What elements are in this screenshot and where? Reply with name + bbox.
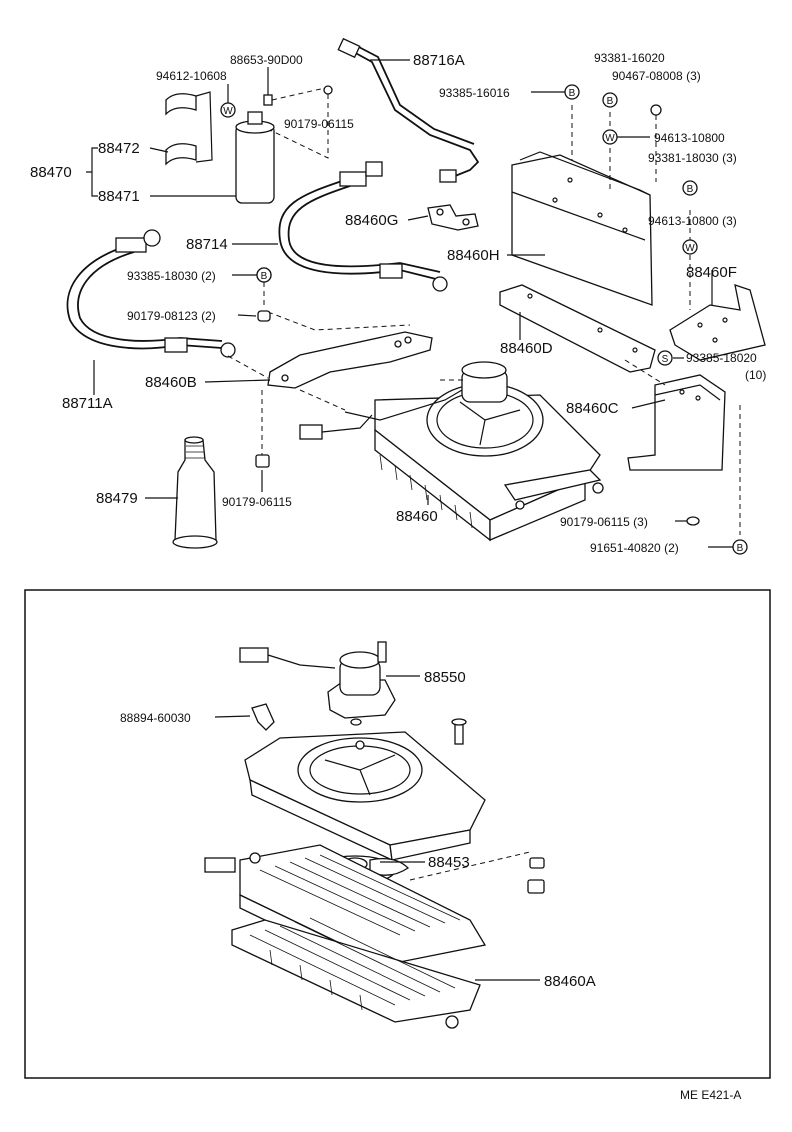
part-label-88894-60030: 88894-60030 <box>120 711 191 725</box>
clip-88894-drawing <box>214 703 467 745</box>
bracket-88460g-drawing <box>427 204 479 231</box>
plate-88460h-drawing <box>511 105 657 306</box>
fan-motor-88550-drawing <box>239 641 420 726</box>
condenser-unit-88460-drawing <box>299 361 604 542</box>
upper-diagram: W B B W B W B S B <box>30 37 766 555</box>
part-label-93385-18020: 93385-18020 <box>686 351 757 365</box>
part-label-90179-06115: 90179-06115 <box>222 495 292 509</box>
lower-diagram-frame <box>24 589 771 1079</box>
bolt-symbol: B <box>687 184 694 195</box>
part-label-88472: 88472 <box>98 140 140 157</box>
washer-symbol: W <box>685 243 695 254</box>
part-label-88470: 88470 <box>30 164 72 181</box>
part-label-88653-90d00: 88653-90D00 <box>230 53 303 67</box>
part-label-94613-10800-qty3: 94613-10800 (3) <box>648 214 737 228</box>
bracket-88460c-drawing <box>624 359 741 535</box>
part-label-91651-40820: 91651-40820 (2) <box>590 541 679 555</box>
part-label-88479: 88479 <box>96 490 138 507</box>
bolt-symbol: B <box>569 88 576 99</box>
part-label-quantity-10: (10) <box>745 368 766 382</box>
part-label-88550: 88550 <box>424 669 466 686</box>
part-label-88460g: 88460G <box>345 212 398 229</box>
part-label-93381-16020: 93381-16020 <box>594 51 665 65</box>
part-label-88453: 88453 <box>428 854 470 871</box>
part-label-94613-10800: 94613-10800 <box>654 131 725 145</box>
fastener-symbols: W B B W B W B S B <box>220 84 748 555</box>
washer-symbol: W <box>223 106 233 117</box>
boot-88479-drawing <box>172 436 218 549</box>
part-label-88460f: 88460F <box>686 264 737 281</box>
part-label-88460: 88460 <box>396 508 438 525</box>
leader-lines-upper <box>86 59 733 548</box>
part-label-93385-16016: 93385-16016 <box>439 86 510 100</box>
part-label-88711a: 88711A <box>62 395 113 412</box>
screw-symbol: S <box>662 354 669 365</box>
hose-88714-drawing <box>278 161 448 292</box>
part-label-88716a: 88716A <box>413 52 465 69</box>
part-label-88471: 88471 <box>98 188 140 205</box>
hose-88711a-drawing <box>66 229 236 358</box>
part-label-93385-18030: 93385-18030 (2) <box>127 269 216 283</box>
fan-shroud-drawing <box>244 731 486 862</box>
part-label-90179-06115-qty3: 90179-06115 (3) <box>560 515 648 529</box>
part-label-88460d: 88460D <box>500 340 553 357</box>
bolt-symbol: B <box>737 543 744 554</box>
part-label-88460c: 88460C <box>566 400 619 417</box>
condenser-core-88460a-drawing <box>204 844 540 1029</box>
lower-diagram: 88550 88894-60030 88453 88460A <box>120 641 596 1029</box>
receiver-drier-drawing <box>165 85 333 204</box>
part-label-90467-08008: 90467-08008 (3) <box>612 69 701 83</box>
diagram-code: ME E421-A <box>680 1088 741 1102</box>
part-label-88714: 88714 <box>186 236 228 253</box>
small-fasteners <box>255 267 272 468</box>
part-label-88460b: 88460B <box>145 374 197 391</box>
bracket-88460f-drawing <box>669 210 766 361</box>
part-label-88460a: 88460A <box>544 973 596 990</box>
part-label-90179-08123: 90179-08123 (2) <box>127 309 216 323</box>
part-label-93381-18030: 93381-18030 (3) <box>648 151 737 165</box>
pipe-88716a-drawing <box>337 37 480 183</box>
bracket-88460b-drawing <box>227 311 433 455</box>
bolt-symbol: B <box>607 96 614 107</box>
washer-symbol: W <box>605 133 615 144</box>
upper-labels: 88716A 88653-90D00 94612-10608 90179-061… <box>30 51 766 555</box>
part-label-90179-06115: 90179-06115 <box>284 117 354 131</box>
part-label-94612-10608: 94612-10608 <box>156 69 227 83</box>
lower-labels: 88550 88894-60030 88453 88460A <box>120 669 596 990</box>
bracket-88460d-drawing <box>499 284 656 373</box>
bolt-symbol: B <box>261 271 268 282</box>
part-label-88460h: 88460H <box>447 247 500 264</box>
